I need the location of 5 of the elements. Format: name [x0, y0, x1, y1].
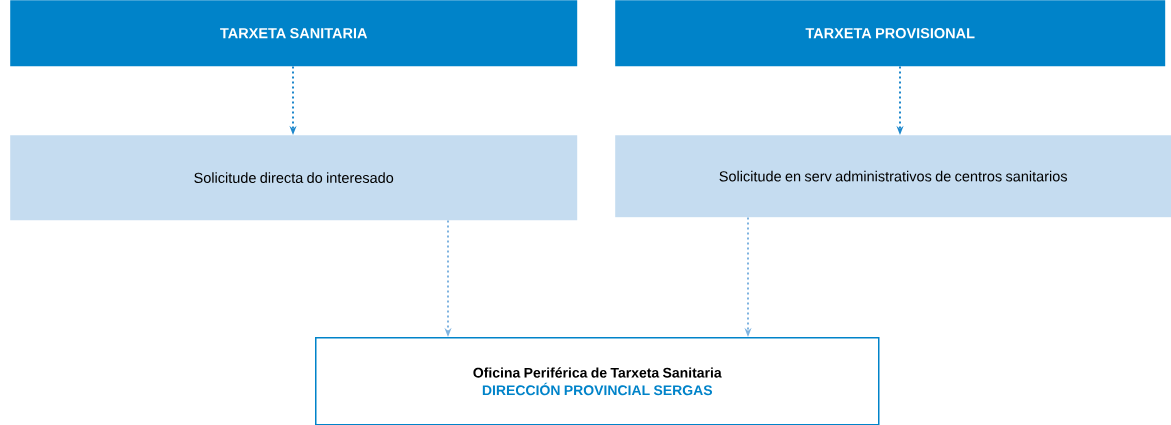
header-box: TARXETA PROVISIONAL — [615, 0, 1166, 67]
request-box: Solicitude en serv administrativos de centros sanitarios — [615, 135, 1171, 218]
office-box: Oficina Periférica de Tarxeta Sanitaria DIRECCIÓN PROVINCIAL SERGAS — [315, 337, 880, 425]
request-box: Solicitude directa do interesado — [10, 135, 578, 221]
header-box: TARXETA SANITARIA — [10, 0, 578, 67]
